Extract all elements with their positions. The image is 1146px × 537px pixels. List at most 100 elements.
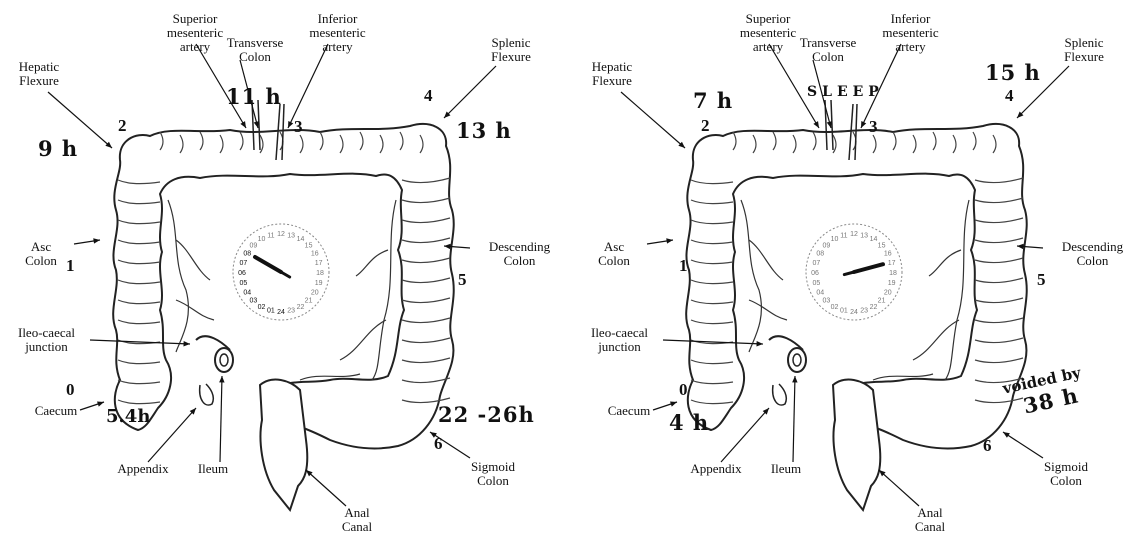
clock-hour-label: 13: [287, 232, 295, 239]
arrowhead: [666, 238, 673, 243]
colon-outline: [113, 100, 454, 510]
number-5: 5: [458, 270, 467, 290]
clock-hour-label: 17: [315, 260, 323, 267]
label-arrow: [879, 470, 919, 506]
time-caecum: 4 h: [669, 410, 709, 435]
arrowhead: [756, 341, 763, 346]
label-asc-colon: Asc Colon: [589, 240, 639, 268]
number-0: 0: [679, 380, 688, 400]
label-sigmoid-colon: Sigmoid Colon: [1031, 460, 1101, 488]
blood-vessel: [749, 300, 787, 320]
number-3: 3: [294, 117, 303, 137]
clock-hour-label: 01: [840, 308, 848, 315]
number-3: 3: [869, 117, 878, 137]
clock-hour-label: 15: [878, 242, 886, 249]
number-4: 4: [424, 86, 433, 106]
blood-vessel: [741, 200, 761, 352]
clock-hand: [854, 264, 883, 272]
label-arrow: [220, 376, 222, 462]
clock-hand-tail: [844, 272, 854, 275]
label-arrow: [621, 92, 685, 148]
number-0: 0: [66, 380, 75, 400]
clock-hour-label: 16: [311, 251, 319, 258]
clock-hour-label: 08: [816, 251, 824, 258]
blood-vessel: [176, 300, 214, 320]
label-hepatic-flexure: Hepatic Flexure: [4, 60, 74, 88]
clock-hand-tail: [281, 272, 290, 277]
clock-hour-label: 16: [884, 251, 892, 258]
arrowhead: [93, 238, 100, 243]
arrowhead: [183, 341, 190, 346]
time-sigmoid: 22 -26h: [438, 402, 535, 427]
number-5: 5: [1037, 270, 1046, 290]
clock-hour-label: 15: [305, 242, 313, 249]
label-descending-colon: Descending Colon: [1045, 240, 1140, 268]
label-caecum: Caecum: [599, 404, 659, 418]
label-arrow: [721, 408, 769, 462]
blood-vessel: [168, 200, 188, 352]
label-inferior-mesenteric-artery: Inferior mesenteric artery: [863, 12, 958, 54]
time-splenic: 15 h: [985, 60, 1041, 85]
label-splenic-flexure: Splenic Flexure: [1049, 36, 1119, 64]
clock-hour-label: 12: [850, 231, 858, 238]
appendix: [200, 384, 214, 405]
number-2: 2: [701, 116, 710, 136]
clock-hour-label: 21: [878, 298, 886, 305]
label-descending-colon: Descending Colon: [472, 240, 567, 268]
clock-hour-label: 22: [870, 304, 878, 311]
label-ileum: Ileum: [188, 462, 238, 476]
arrowhead: [670, 401, 677, 406]
label-appendix: Appendix: [681, 462, 751, 476]
clock-hour-label: 13: [860, 232, 868, 239]
clock-hour-label: 19: [315, 280, 323, 287]
rectum: [260, 380, 307, 510]
clock-hour-label: 09: [823, 242, 831, 249]
clock-hour-label: 03: [823, 298, 831, 305]
rectum: [833, 380, 880, 510]
clock-hour-label: 11: [840, 232, 847, 239]
arrowhead: [1003, 432, 1010, 438]
clock-hour-label: 20: [311, 290, 319, 297]
sleep-label: SLEEP: [807, 84, 884, 100]
time-hepatic: 9 h: [38, 136, 78, 161]
colon-outline: [686, 100, 1027, 510]
time-hepatic: 7 h: [693, 88, 733, 113]
clock-face: 0102030405060708091011121314151617181920…: [233, 224, 329, 320]
label-splenic-flexure: Splenic Flexure: [476, 36, 546, 64]
label-anal-canal: Anal Canal: [332, 506, 382, 534]
label-arrow: [444, 66, 496, 118]
clock-hour-label: 06: [811, 270, 819, 277]
clock-hour-label: 18: [316, 270, 324, 277]
clock-hour-label: 14: [870, 236, 878, 243]
clock-hour-label: 23: [860, 308, 868, 315]
clock-hour-label: 02: [831, 304, 839, 311]
clock-hour-label: 10: [258, 236, 266, 243]
label-sigmoid-colon: Sigmoid Colon: [458, 460, 528, 488]
clock-hour-label: 05: [812, 280, 820, 287]
label-transverse-colon: Transverse Colon: [788, 36, 868, 64]
ileum-lumen: [793, 354, 801, 366]
blood-vessel: [945, 200, 969, 380]
label-caecum: Caecum: [26, 404, 86, 418]
clock-hour-label: 18: [889, 270, 897, 277]
label-arrow: [793, 376, 795, 462]
clock-hour-label: 23: [287, 308, 295, 315]
clock-hour-label: 08: [243, 251, 251, 258]
time-splenic: 13 h: [456, 118, 512, 143]
arrowhead: [792, 376, 797, 383]
label-appendix: Appendix: [108, 462, 178, 476]
number-4: 4: [1005, 86, 1014, 106]
clock-hour-label: 17: [888, 260, 896, 267]
clock-hour-label: 20: [884, 290, 892, 297]
label-anal-canal: Anal Canal: [905, 506, 955, 534]
label-ileo-caecal-junction: Ileo-caecal junction: [577, 326, 662, 354]
clock-hour-label: 12: [277, 231, 285, 238]
blood-vessel: [356, 250, 388, 276]
arrowhead: [219, 376, 224, 383]
label-ileo-caecal-junction: Ileo-caecal junction: [4, 326, 89, 354]
clock-hour-label: 07: [812, 260, 820, 267]
